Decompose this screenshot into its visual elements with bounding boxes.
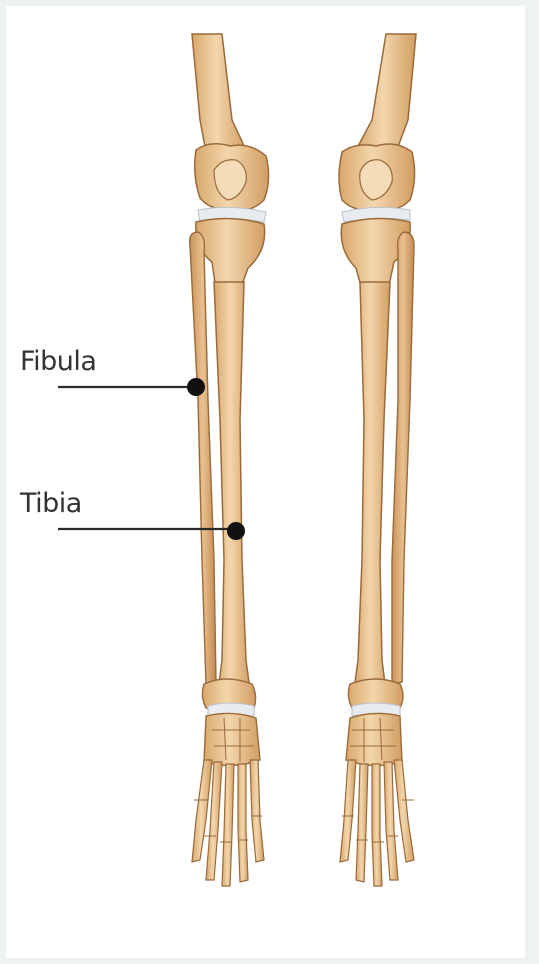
right-tibia-bone [354,282,390,692]
fibula-label: Fibula [20,348,96,375]
left-toes [192,760,264,886]
tibia-label: Tibia [20,490,82,517]
right-fibula-bone [392,232,414,684]
right-toes [340,760,414,886]
right-leg [339,34,416,886]
right-tarsals [346,713,402,765]
left-tarsals [204,713,260,765]
left-femur [192,34,246,152]
fibula-marker-dot [187,378,205,396]
left-tibia-head [196,218,265,290]
left-fibula-bone [190,232,216,684]
left-tibia-bone [214,282,250,692]
left-leg [190,34,269,886]
right-femur [356,34,416,152]
tibia-marker-dot [227,522,245,540]
